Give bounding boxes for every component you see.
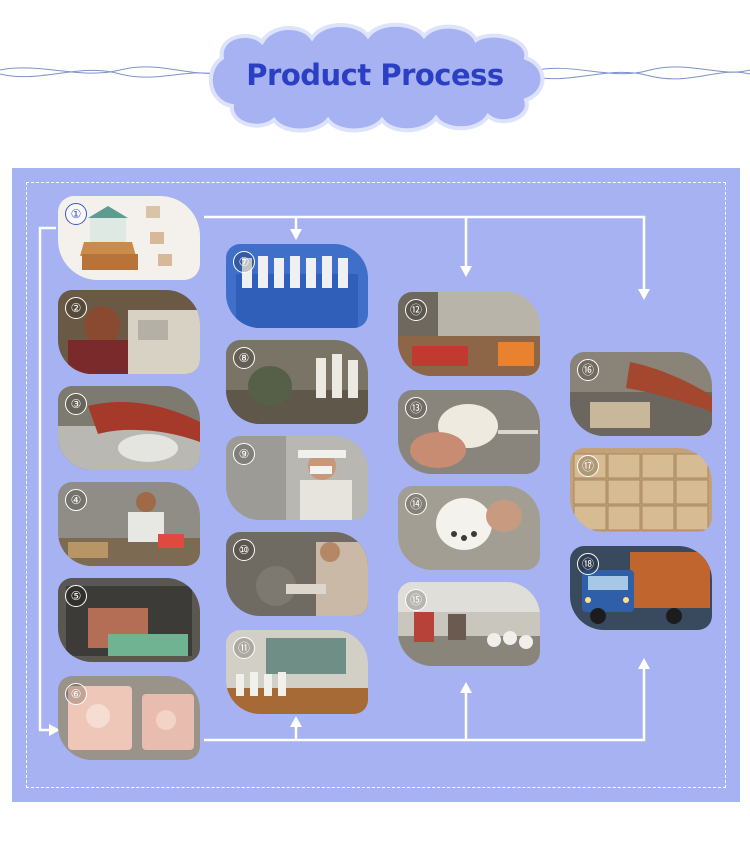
wave-line-left: [0, 66, 221, 74]
step-10-photo: ⑩: [226, 532, 368, 616]
step-16-photo: ⑯: [570, 352, 712, 436]
step-14-photo: ⑭: [398, 486, 540, 570]
step-9-photo: ⑨: [226, 436, 368, 520]
connector-top: [204, 215, 646, 292]
step-11-photo: ⑪: [226, 630, 368, 714]
wave-line-left-2: [0, 69, 221, 78]
connector-bottom: [204, 668, 646, 742]
step-number: ⑥: [65, 683, 87, 705]
step-1-photo: ①: [58, 196, 200, 280]
page-title: Product Process: [246, 58, 504, 92]
step-13-photo: ⑬: [398, 390, 540, 474]
step-number: ⑱: [577, 553, 599, 575]
step-17-photo: ⑰: [570, 448, 712, 532]
step-number: ②: [65, 297, 87, 319]
wave-line-right: [529, 66, 750, 75]
step-2-photo: ②: [58, 290, 200, 374]
step-6-photo: ⑥: [58, 676, 200, 760]
step-3-photo: ③: [58, 386, 200, 470]
mold-in-oven-photo: [58, 578, 200, 662]
arrow-to-step-6: [49, 724, 60, 736]
blue-truck-photo: [570, 546, 712, 630]
step-number: ⑫: [405, 299, 427, 321]
step-number: ⑯: [577, 359, 599, 381]
assembly-line-photo: [398, 582, 540, 666]
arrow-to-step-7: [290, 229, 302, 240]
drying-racks-photo: [226, 630, 368, 714]
step-number: ⑧: [233, 347, 255, 369]
step-number: ①: [65, 203, 87, 225]
step-number: ⑮: [405, 589, 427, 611]
step-12-photo: ⑫: [398, 292, 540, 376]
step-number: ⑩: [233, 539, 255, 561]
arrow-to-step-16: [638, 289, 650, 300]
step-number: ③: [65, 393, 87, 415]
arrow-to-step-12: [460, 266, 472, 277]
worker-arm-photo: [58, 386, 200, 470]
header-decoration: [0, 22, 750, 133]
step-number: ⑨: [233, 443, 255, 465]
wave-line-right-2: [529, 71, 750, 80]
step-4-photo: ④: [58, 482, 200, 566]
arrow-from-step-15: [460, 682, 472, 693]
step-number: ⑬: [405, 397, 427, 419]
packing-photo: [570, 352, 712, 436]
step-number: ⑤: [65, 585, 87, 607]
step-number: ⑦: [233, 251, 255, 273]
panel-dashed-border: [26, 182, 726, 788]
step-8-photo: ⑧: [226, 340, 368, 424]
step-number: ⑭: [405, 493, 427, 515]
step-18-photo: ⑱: [570, 546, 712, 630]
step-number: ⑪: [233, 637, 255, 659]
silicone-mold-photo: [58, 676, 200, 760]
arrow-from-step-18: [638, 658, 650, 669]
arrow-from-step-11: [290, 716, 302, 727]
connector-left-loop: [38, 226, 56, 732]
title-cloud: [208, 22, 545, 133]
hand-painting-photo: [398, 390, 540, 474]
step-number: ④: [65, 489, 87, 511]
step-5-photo: ⑤: [58, 578, 200, 662]
step-7-photo: ⑦: [226, 244, 368, 328]
step-number: ⑰: [577, 455, 599, 477]
step-15-photo: ⑮: [398, 582, 540, 666]
worker-grinding-photo: [226, 532, 368, 616]
